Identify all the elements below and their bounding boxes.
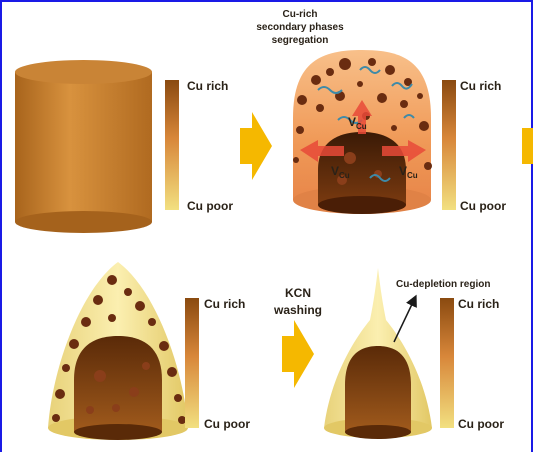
panel4-bar-bottom-label: Cu poor — [458, 417, 504, 431]
panel2-gradient-bar — [442, 80, 456, 210]
panel1-bar-top-label: Cu rich — [187, 79, 228, 93]
panel4-annotation: Cu-depletion region — [396, 279, 490, 290]
process-label-line1: KCN — [285, 286, 311, 300]
process-arrow-1 — [240, 112, 272, 180]
panel1-bar-bottom-label: Cu poor — [187, 199, 233, 213]
panel1-cylinder — [15, 60, 152, 233]
panel1-gradient-bar — [165, 80, 179, 210]
panel2-annotation-line2: secondary phases — [256, 22, 344, 33]
process-arrow-2 — [522, 128, 533, 164]
panel4-gradient-bar — [440, 298, 454, 428]
process-arrow-3 — [282, 320, 314, 388]
process-label-line2: washing — [273, 303, 322, 317]
panel2-bar-top-label: Cu rich — [460, 79, 501, 93]
panel3-gradient-bar — [185, 298, 199, 428]
panel2-annotation-line3: segregation — [272, 35, 329, 46]
panel4-shell — [324, 268, 432, 439]
panel4-bar-top-label: Cu rich — [458, 297, 499, 311]
panel2-bar-bottom-label: Cu poor — [460, 199, 506, 213]
panel3-bar-bottom-label: Cu poor — [204, 417, 250, 431]
panel3-bar-top-label: Cu rich — [204, 297, 245, 311]
depletion-pointer-arrow — [394, 300, 414, 342]
panel3-cone — [48, 262, 188, 440]
panel2-annotation-line1: Cu-rich — [283, 9, 318, 20]
